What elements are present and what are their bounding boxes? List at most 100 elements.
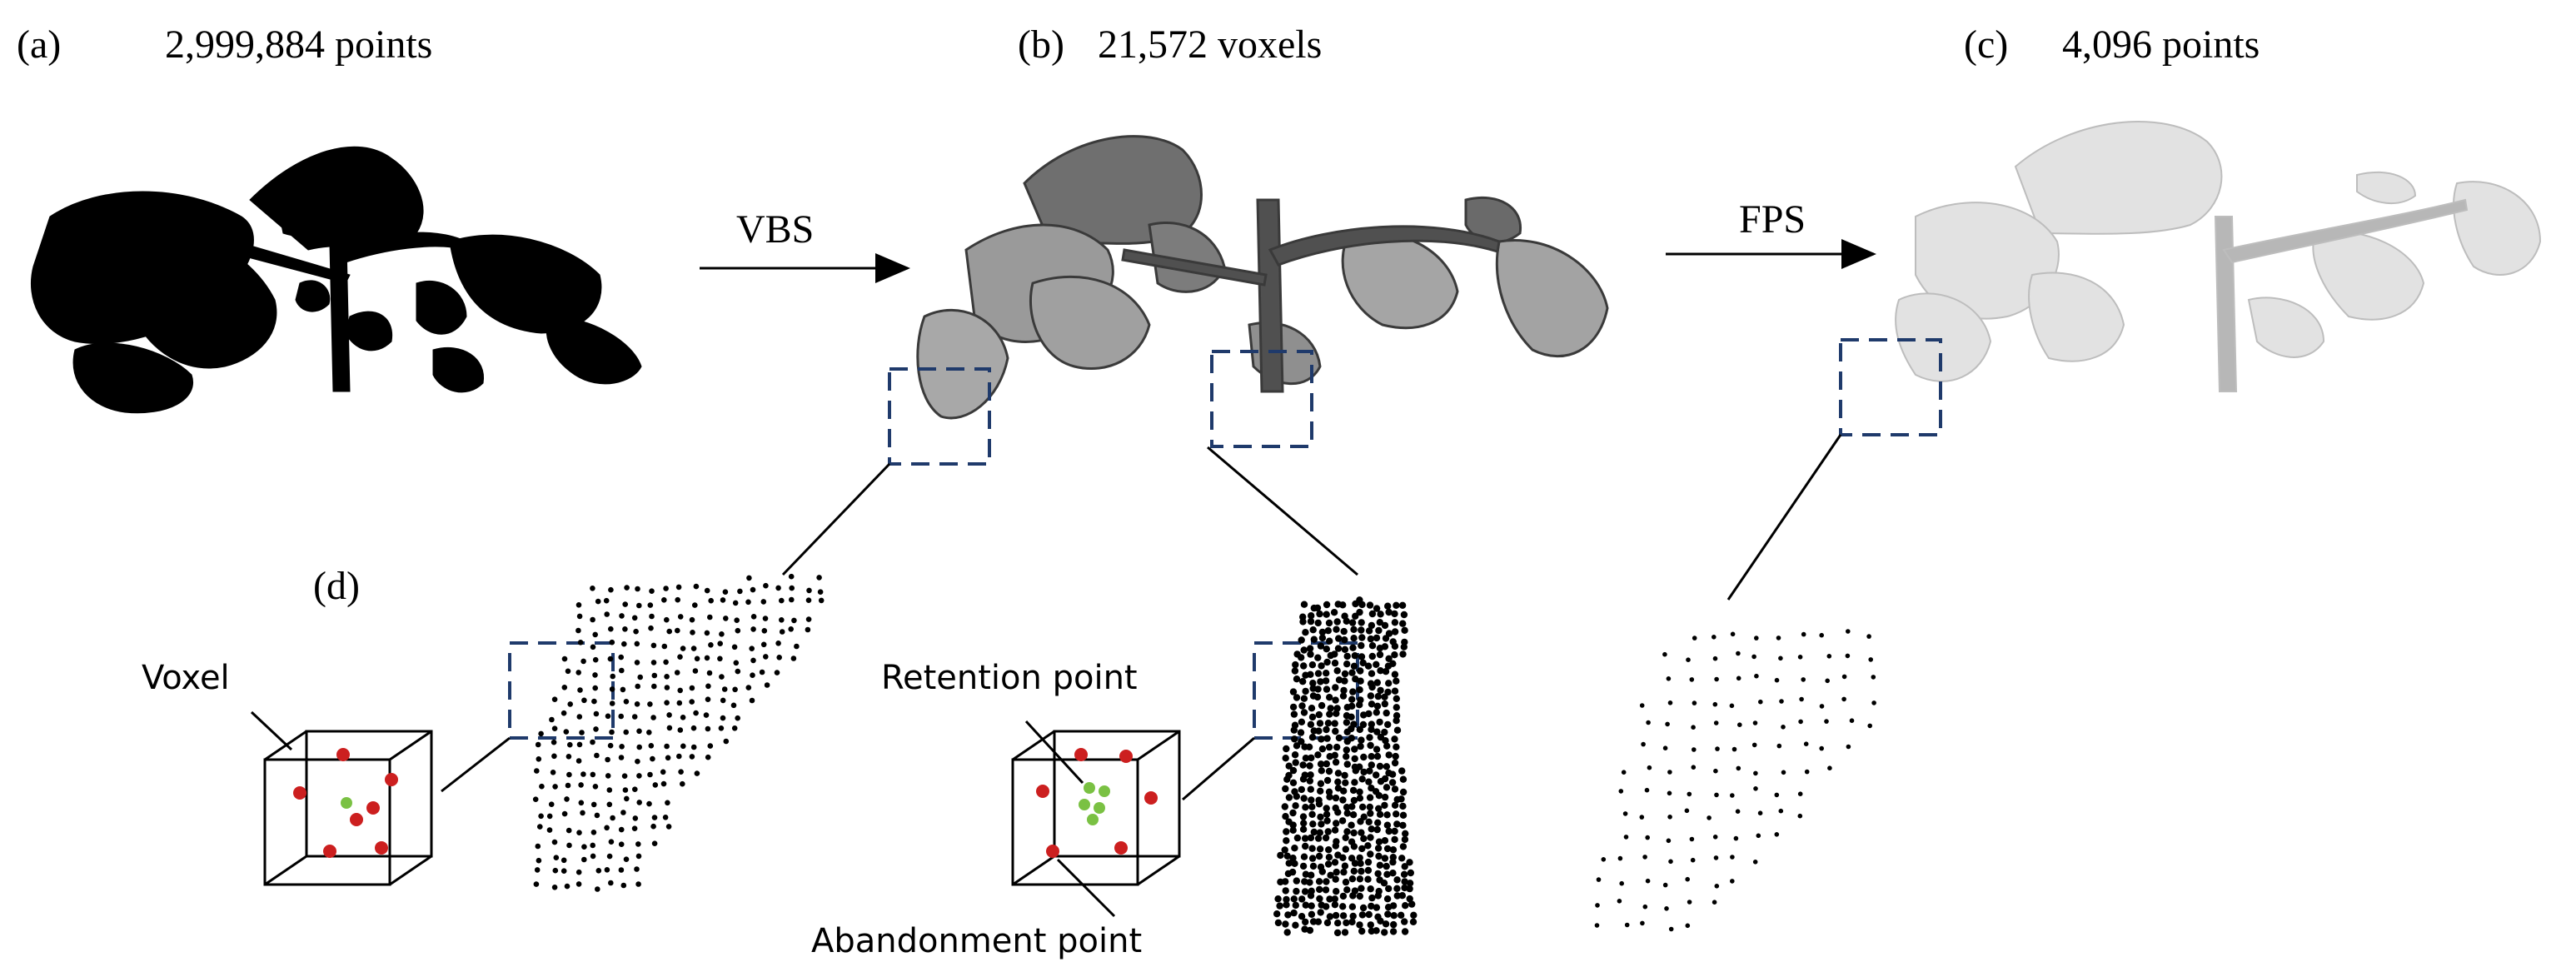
cloud-point <box>1646 720 1651 725</box>
cloud-point <box>1825 678 1830 684</box>
cloud-point <box>1351 860 1359 867</box>
cloud-point <box>1356 921 1363 929</box>
cloud-point <box>1714 792 1719 798</box>
cloud-point <box>1666 676 1672 681</box>
cloud-point <box>760 599 767 605</box>
plant-cloud-voxel <box>916 135 1609 420</box>
cloud-point <box>707 743 714 749</box>
cloud-point <box>1797 813 1803 819</box>
cloud-point <box>1385 608 1393 616</box>
cloud-point <box>1383 870 1391 879</box>
cloud-point <box>1398 601 1407 609</box>
voxel-cube-middle <box>1011 730 1181 886</box>
cloud-point <box>1333 820 1340 827</box>
cloud-point <box>1377 667 1384 675</box>
cloud-point <box>1357 742 1364 750</box>
cloud-point <box>1366 734 1373 741</box>
cloud-point <box>1392 752 1399 760</box>
cloud-point <box>1293 887 1300 895</box>
cloud-point <box>676 753 682 760</box>
cloud-point <box>1323 725 1330 734</box>
cloud-point <box>1333 929 1342 937</box>
cloud-point <box>1317 642 1325 650</box>
cloud-point <box>721 686 728 692</box>
cloud-point <box>1326 694 1333 701</box>
cloud-point <box>1391 785 1399 793</box>
cloud-point <box>1283 901 1290 909</box>
zoom-patch-leaf-voxel <box>532 573 825 892</box>
cloud-point <box>1333 868 1340 876</box>
cloud-point <box>1323 878 1330 885</box>
cloud-point <box>1323 817 1331 825</box>
cloud-point <box>565 668 571 675</box>
cloud-point <box>761 628 768 634</box>
cloud-point <box>733 660 740 666</box>
cloud-point <box>633 628 639 635</box>
cloud-point <box>1373 745 1381 753</box>
cloud-point <box>1385 885 1393 893</box>
cloud-point <box>564 796 570 802</box>
cloud-point <box>1332 875 1339 883</box>
cloud-point <box>1623 835 1629 840</box>
cloud-point <box>1645 835 1650 840</box>
cloud-point <box>1293 877 1301 885</box>
cloud-point <box>1326 637 1333 645</box>
cloud-point <box>1306 926 1314 935</box>
cloud-point <box>1364 842 1372 850</box>
cloud-point <box>1624 922 1630 928</box>
cloud-point <box>731 644 738 651</box>
cloud-point <box>649 588 655 594</box>
cloud-point <box>1393 885 1401 893</box>
cloud-point <box>1308 803 1316 810</box>
cloud-point <box>1365 710 1373 718</box>
cloud-point <box>1391 735 1398 743</box>
cloud-point <box>1368 652 1377 660</box>
cloud-point <box>666 712 672 718</box>
cloud-point <box>1327 871 1334 880</box>
cloud-point <box>1343 652 1351 660</box>
cloud-point <box>647 771 653 778</box>
cloud-point <box>1841 696 1846 702</box>
cloud-point <box>590 771 596 778</box>
cloud-point <box>1332 758 1340 766</box>
cloud-point <box>1318 767 1326 775</box>
cloud-point <box>1334 778 1342 785</box>
cloud-point <box>650 715 656 720</box>
cloud-point <box>1340 686 1348 695</box>
cloud-point <box>789 585 795 591</box>
cloud-point <box>1391 642 1399 651</box>
cloud-point <box>1668 926 1674 932</box>
cloud-point <box>592 656 599 663</box>
cloud-point <box>1335 635 1343 642</box>
cloud-point <box>1307 617 1315 626</box>
cloud-point <box>1359 720 1368 729</box>
cloud-point <box>537 824 543 830</box>
cloud-point <box>1714 884 1720 889</box>
cloud-point <box>1317 780 1325 787</box>
cloud-point <box>1308 612 1315 620</box>
cloud-point <box>609 729 615 735</box>
cloud-point <box>1285 762 1293 770</box>
cloud-point <box>563 729 570 735</box>
cloud-point <box>1406 880 1414 887</box>
cloud-point <box>1324 627 1333 635</box>
cloud-point <box>1383 821 1392 829</box>
cloud-point <box>608 880 614 886</box>
cloud-point <box>1364 866 1373 875</box>
cloud-point <box>1689 677 1695 682</box>
cloud-point <box>1642 904 1648 910</box>
cloud-point <box>1368 761 1376 769</box>
cloud-point <box>580 771 586 777</box>
cloud-point <box>1308 754 1315 762</box>
panel-c-tag: (c) <box>1964 22 2009 67</box>
cloud-point <box>581 697 587 704</box>
cloud-point <box>1367 834 1374 841</box>
cloud-point <box>703 712 710 718</box>
cloud-point <box>1348 803 1356 810</box>
cloud-point <box>566 842 572 849</box>
cloud-point <box>1360 835 1368 842</box>
cloud-point <box>1601 857 1607 862</box>
cloud-point <box>1317 787 1324 795</box>
cloud-point <box>1314 619 1322 627</box>
cloud-point <box>720 715 726 721</box>
